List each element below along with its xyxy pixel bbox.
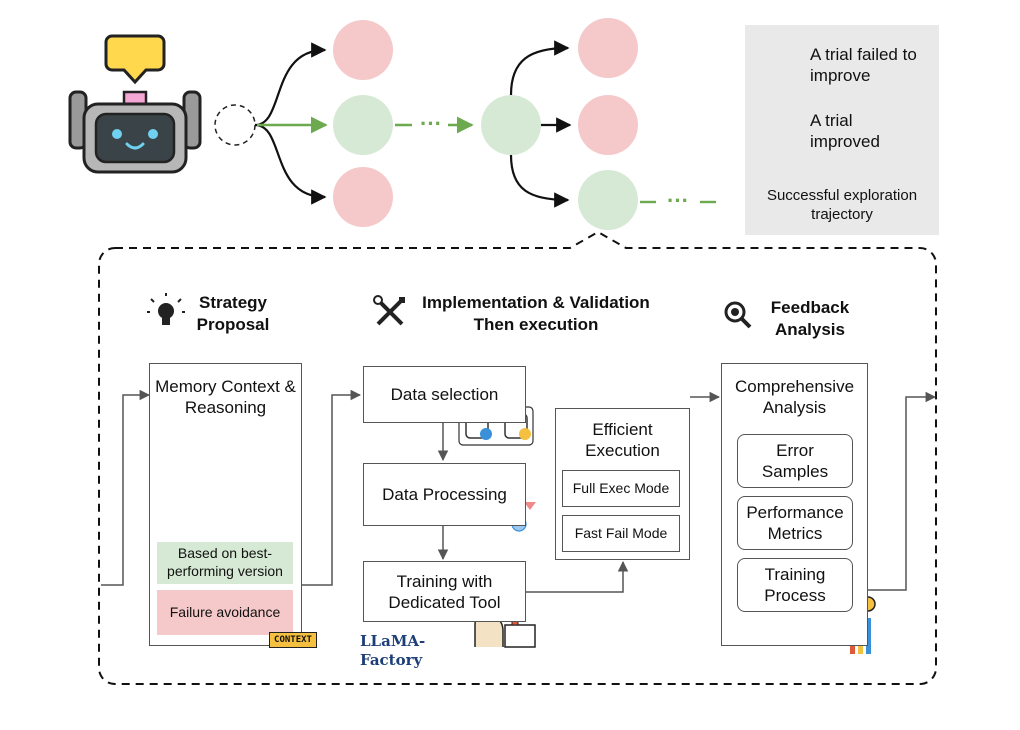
analysis-item-box [737,496,853,550]
memory-context-title: Memory Context & Reasoning [155,377,296,418]
trajectory-ellipsis: ··· [420,111,442,136]
data-selection-box [363,366,526,423]
failed-node [578,95,638,155]
improved-node [578,170,638,230]
legend-improved-label: A trial improved [810,111,880,152]
lightbulb-icon [147,293,185,325]
failed-node [578,18,638,78]
robot-icon [68,34,202,174]
improved-node [333,95,393,155]
training-box [363,561,526,622]
analysis-item-box [737,434,853,488]
feedback-analysis-title: Feedback Analysis [770,298,850,340]
comprehensive-analysis-title: Comprehensive Analysis [734,377,855,418]
exploration-detail-frame [98,230,937,685]
failed-node [333,20,393,80]
full-exec-mode-label: Full Exec Mode [572,480,670,496]
tools-icon [373,295,405,326]
efficient-execution-title: Efficient Execution [585,420,660,461]
implementation-title: Implementation & Validation Then executi… [422,293,650,335]
analysis-item-label: Performance Metrics [746,503,844,544]
training-label: Training with Dedicated Tool [388,572,501,613]
magnifier-icon [724,301,752,329]
fast-fail-mode-label: Fast Fail Mode [574,525,668,541]
llama-factory-label: LLaMA-Factory [360,632,426,669]
legend-failed-label: A trial failed to improve [810,45,917,86]
analysis-item-label: Error Samples [761,441,829,482]
data-selection-label: Data selection [390,385,499,404]
start-node [214,104,256,146]
context-badge: CONTEXT [269,632,317,648]
analysis-item-box [737,558,853,612]
failure-avoidance-label: Failure avoidance [157,590,293,635]
best-version-label: Based on best-performing version [157,542,293,584]
data-processing-box [363,463,526,526]
analysis-item-label: Training Process [764,565,826,606]
fast-fail-mode-box [562,515,680,552]
improved-node [481,95,541,155]
strategy-proposal-title: Strategy Proposal [196,293,270,335]
data-processing-label: Data Processing [382,485,507,504]
full-exec-mode-box [562,470,680,507]
legend-trajectory-label: Successful exploration trajectory [766,187,918,223]
trajectory-ellipsis: ··· [667,188,689,213]
failed-node [333,167,393,227]
legend-panel [745,25,939,235]
